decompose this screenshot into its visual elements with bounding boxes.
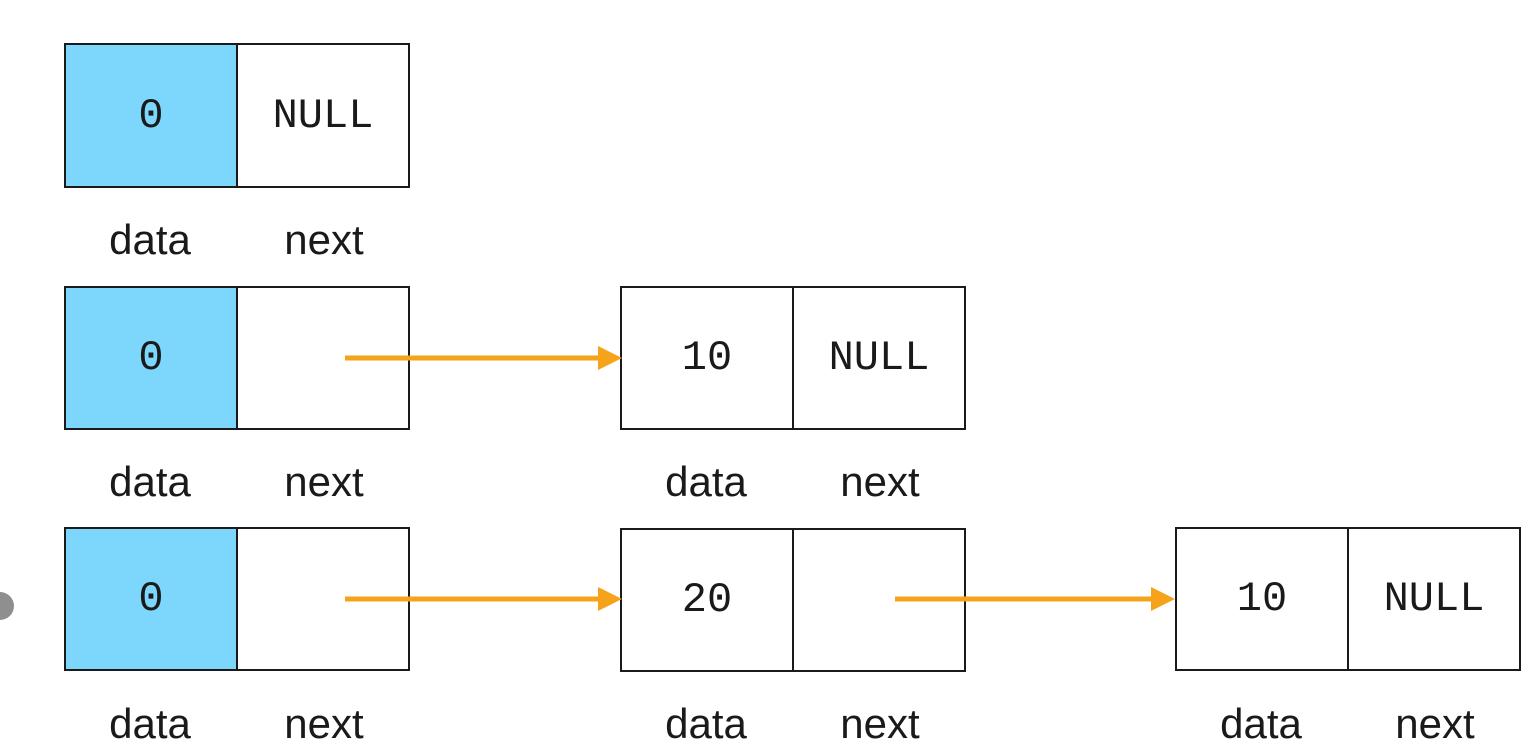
row3-node3-next: NULL: [1347, 527, 1521, 671]
pointer-dot: [0, 592, 14, 620]
row3-arrow-1: [345, 587, 622, 611]
row3-node3-data: 10: [1175, 527, 1349, 671]
row2-node2-next: NULL: [792, 286, 966, 430]
row2-node2-data: 10: [620, 286, 794, 430]
row2-node1-next-label: next: [284, 458, 364, 505]
row3-arrow-2: [895, 587, 1175, 611]
row1-node1-next-label: next: [284, 216, 364, 263]
row1-node1-data: 0: [64, 43, 238, 188]
row2-node1-data: 0: [64, 286, 238, 430]
row2-node1-data-label: data: [109, 458, 191, 505]
row2-arrow-1: [345, 346, 622, 370]
row2-node2-data-label: data: [665, 458, 747, 505]
row3-node2-data: 20: [620, 528, 794, 672]
row2-node2-next-label: next: [840, 458, 920, 505]
row3-node1-data: 0: [64, 527, 238, 671]
row1-node1-next: NULL: [236, 43, 410, 188]
row1-node1-data-label: data: [109, 216, 191, 263]
